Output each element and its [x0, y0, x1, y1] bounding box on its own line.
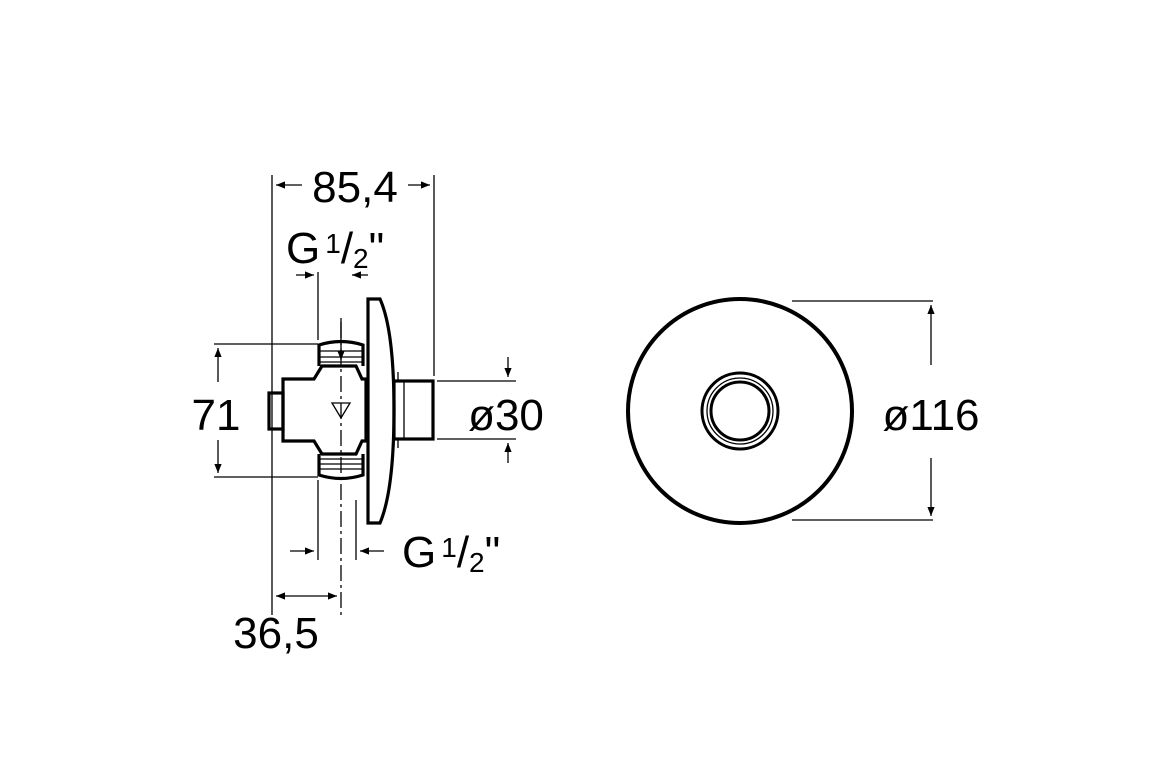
- escutcheon-plate: [366, 297, 396, 525]
- outlet-diameter-label: ø30: [468, 391, 544, 440]
- button-inner-ring: [709, 380, 771, 442]
- plate-outline: [626, 297, 854, 525]
- left-stub: [267, 391, 285, 431]
- height-label: 71: [192, 391, 241, 440]
- overall-length-label: 85,4: [312, 163, 398, 212]
- plate-diameter-label: ø116: [882, 391, 979, 440]
- outlet-spindle: [392, 379, 435, 441]
- front-view: ø116: [626, 297, 980, 525]
- button-outer-ring: [700, 371, 780, 451]
- valve-body: [281, 364, 368, 456]
- offset-label: 36,5: [233, 609, 319, 658]
